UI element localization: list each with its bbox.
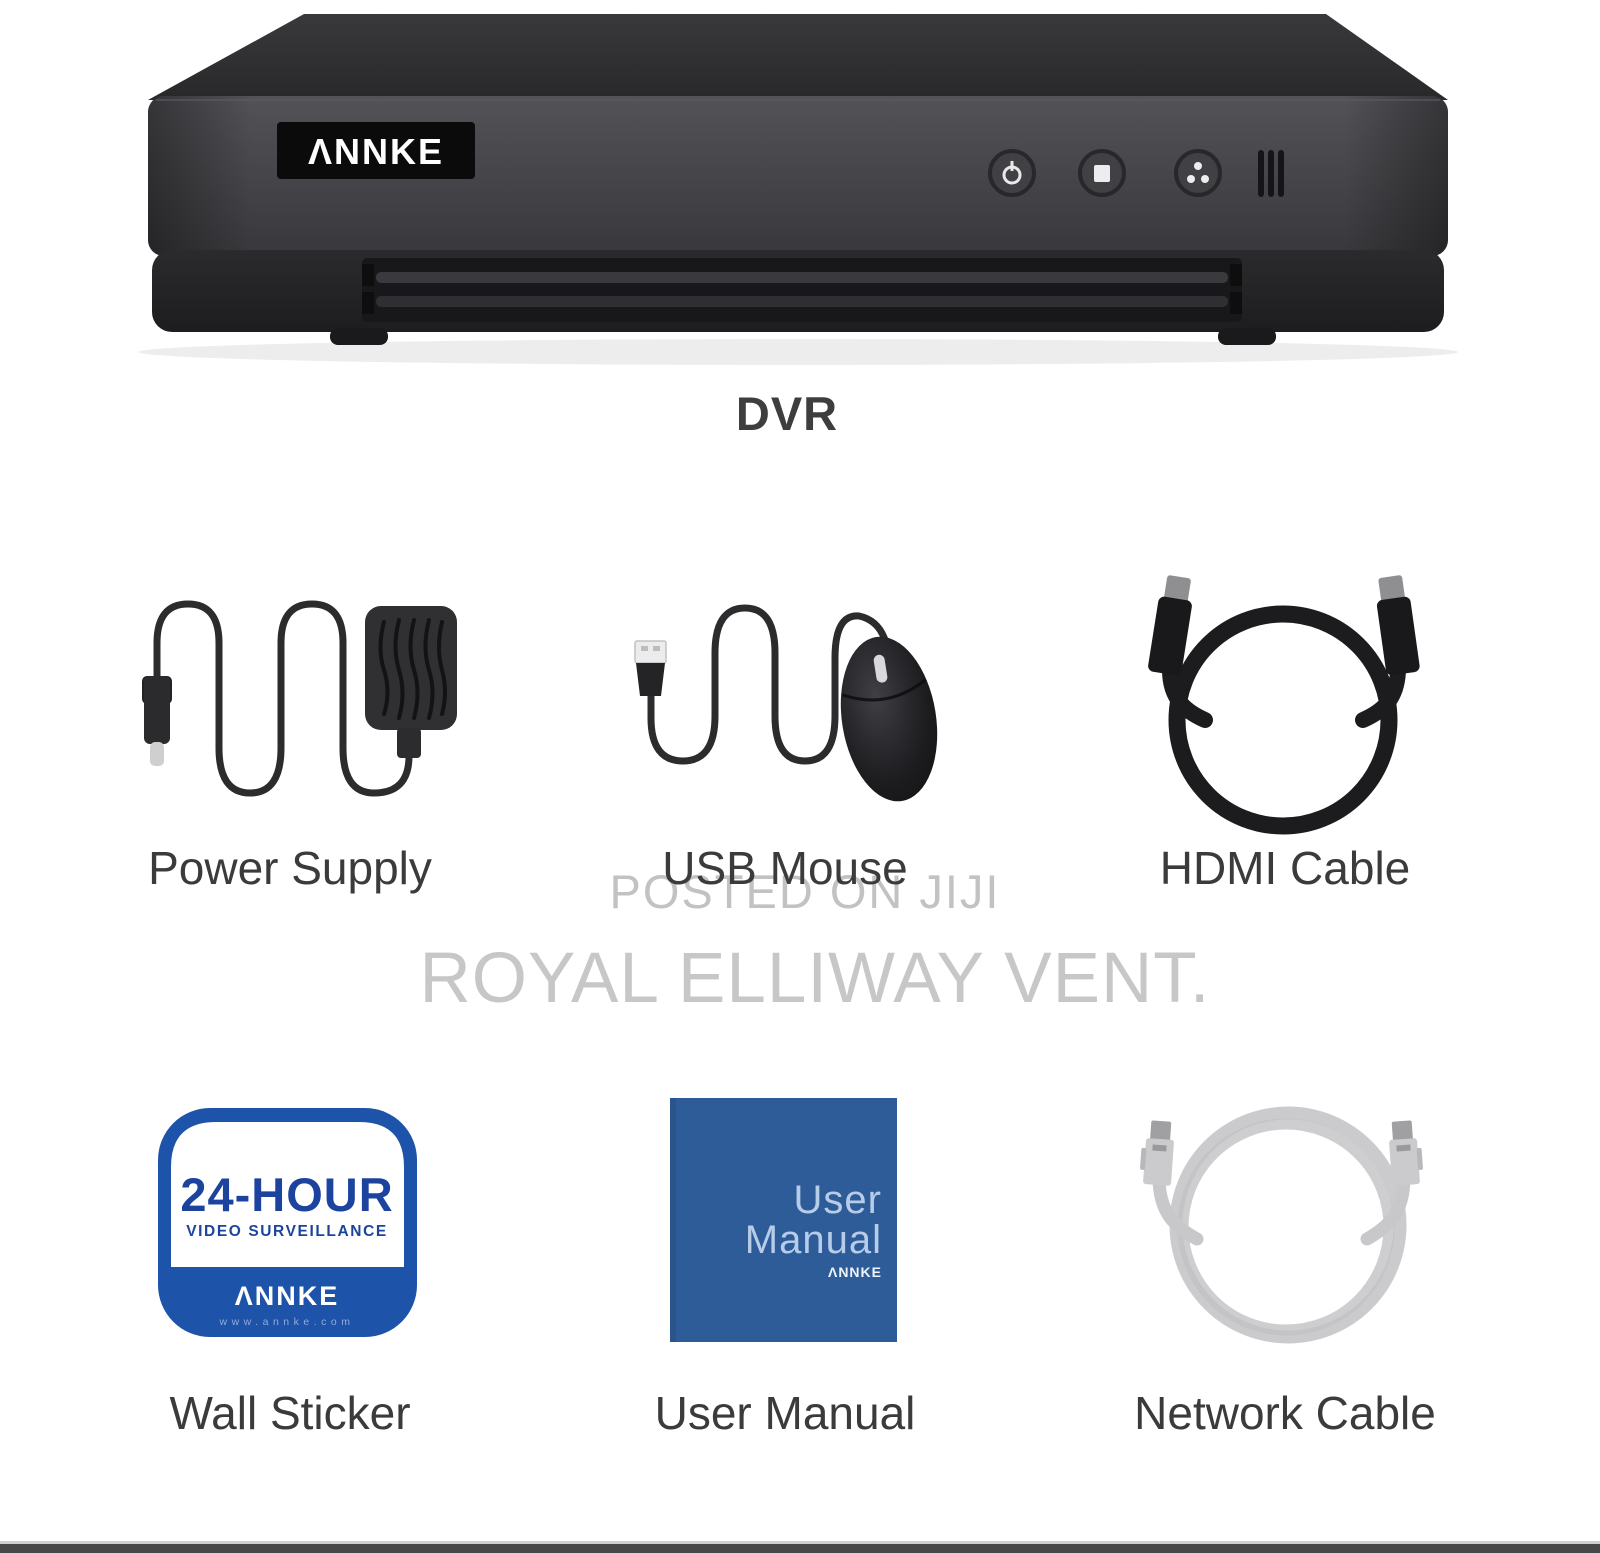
item-label: User Manual	[654, 1387, 916, 1439]
stop-icon	[1094, 165, 1110, 182]
rj45-connector-right	[1389, 1120, 1423, 1186]
dvr-foot-left	[330, 328, 388, 345]
network-cable-icon	[1140, 1106, 1423, 1344]
hdmi-cable-icon	[1148, 575, 1420, 835]
watermark-line1: POSTED ON JIJI	[609, 865, 1001, 918]
annke-logo: ΛNNKE	[277, 122, 475, 179]
item-label: HDMI Cable	[1159, 842, 1411, 894]
watermark-line2: ROYAL ELLIWAY VENT.	[419, 939, 1211, 1018]
power-icon	[1002, 161, 1022, 185]
sticker-white-area	[171, 1122, 404, 1267]
item-usb-mouse: USB Mouse	[595, 558, 975, 894]
mouse-body	[840, 636, 938, 802]
power-cable	[153, 600, 413, 797]
dvr-base	[152, 250, 1444, 332]
sticker-url: www.annke.com	[219, 1316, 355, 1328]
sticker-brand: ΛNNKE	[235, 1281, 340, 1311]
sticker-headline: 24-HOUR	[180, 1168, 393, 1221]
item-power-supply: Power Supply	[100, 558, 480, 894]
dvr-photo: ΛNNKE	[138, 14, 1458, 365]
power-adapter	[365, 606, 457, 758]
sticker-subline: VIDEO SURVEILLANCE	[186, 1223, 388, 1240]
manual-brand: ΛNNKE	[828, 1264, 882, 1280]
item-hdmi-cable: HDMI Cable	[1095, 558, 1475, 894]
item-wall-sticker: 24-HOUR VIDEO SURVEILLANCE ΛNNKE www.ann…	[100, 1075, 480, 1439]
manual-spine	[670, 1098, 676, 1342]
network-icon	[1187, 162, 1209, 183]
item-label: Power Supply	[148, 842, 432, 894]
power-supply-icon	[142, 600, 457, 797]
dvr-foot-right	[1218, 328, 1276, 345]
dc-plug	[142, 676, 172, 766]
network-button	[1174, 149, 1222, 197]
hdmi-cable-loop	[1168, 605, 1398, 835]
manual-cover	[670, 1098, 897, 1342]
hdmi-connector-right	[1376, 575, 1420, 676]
stop-button	[1078, 149, 1126, 197]
svg-text:ΛNNKE: ΛNNKE	[308, 131, 444, 172]
bottom-dark-bar	[0, 1544, 1600, 1553]
mouse-cable	[647, 604, 889, 765]
power-button	[988, 149, 1036, 197]
dvr-caption: DVR	[735, 387, 839, 440]
usb-mouse-icon	[634, 604, 938, 802]
dvr-top-lid	[148, 14, 1448, 100]
wall-sticker-icon: 24-HOUR VIDEO SURVEILLANCE ΛNNKE www.ann…	[158, 1108, 417, 1337]
hdmi-connector-left	[1148, 575, 1192, 676]
rj45-connector-left	[1140, 1120, 1174, 1186]
manual-title-line2: Manual	[745, 1218, 882, 1262]
item-label: Network Cable	[1134, 1387, 1436, 1439]
usb-connector	[634, 640, 667, 696]
item-user-manual: User Manual ΛNNKE User Manual	[595, 1075, 975, 1439]
item-label: Wall Sticker	[169, 1387, 411, 1439]
dvr-shadow	[138, 339, 1458, 365]
item-network-cable: Network Cable	[1095, 1075, 1475, 1439]
bottom-highlight-line	[0, 1541, 1600, 1544]
speaker-grille-icon	[1258, 150, 1284, 197]
user-manual-icon: User Manual ΛNNKE	[670, 1098, 897, 1342]
item-label: USB Mouse	[662, 842, 908, 894]
manual-title-line1: User	[794, 1178, 882, 1222]
